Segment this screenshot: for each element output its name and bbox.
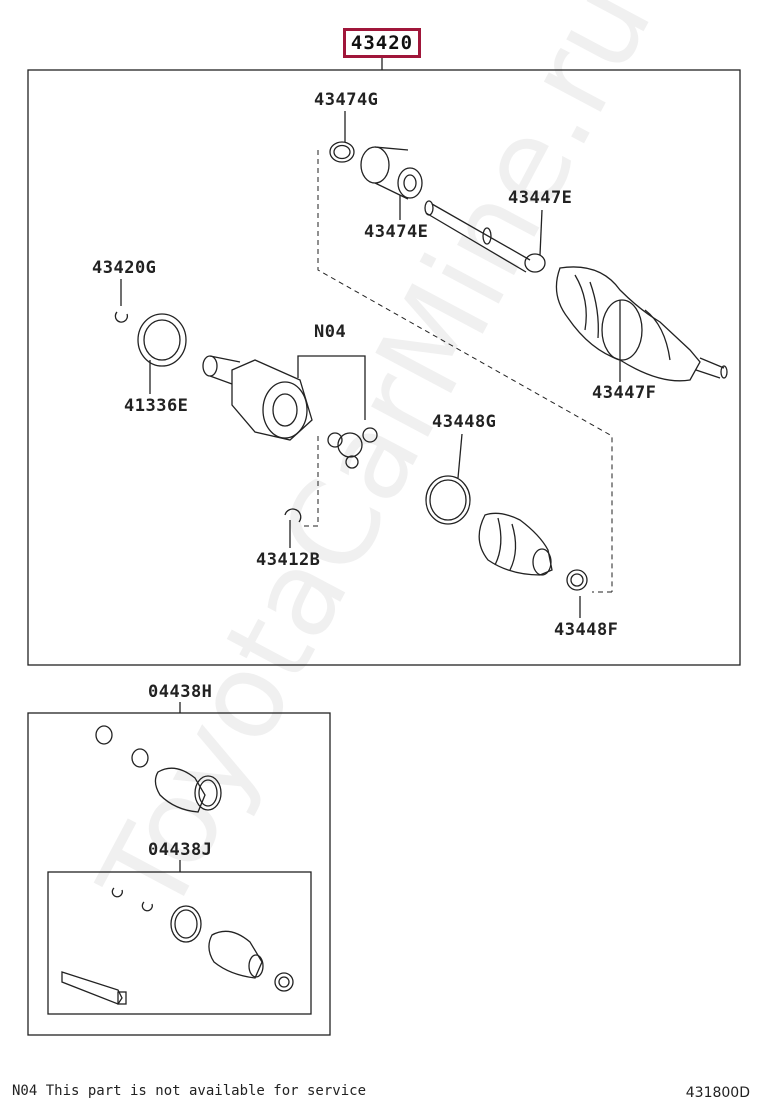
part-label-43448G[interactable]: 43448G [432,412,497,432]
part-label-43474G[interactable]: 43474G [314,90,379,110]
figure-id: 431800D [685,1085,750,1101]
assembly-frame [27,69,741,666]
kit-label-04438J[interactable]: 04438J [148,840,213,860]
part-label-43447E[interactable]: 43447E [508,188,573,208]
kit-h-frame [27,712,331,1036]
part-label-43447F[interactable]: 43447F [592,383,657,403]
part-label-43420G[interactable]: 43420G [92,258,157,278]
part-label-43448F[interactable]: 43448F [554,620,619,640]
part-label-43474E[interactable]: 43474E [364,222,429,242]
kit-label-04438H[interactable]: 04438H [148,682,213,702]
kit-j-frame [47,871,312,1015]
part-label-N04[interactable]: N04 [314,322,347,342]
part-label-41336E[interactable]: 41336E [124,396,189,416]
footnote-text: N04 This part is not available for servi… [12,1083,367,1099]
main-part-number[interactable]: 43420 [343,28,421,58]
part-label-43412B[interactable]: 43412B [256,550,321,570]
